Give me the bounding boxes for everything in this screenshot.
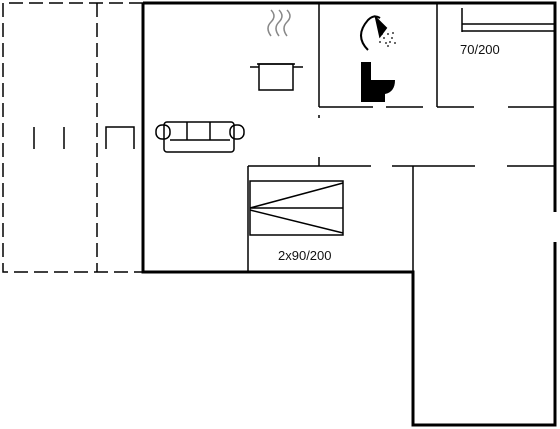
right-wall-door-gap [552, 212, 558, 242]
terrace [2, 2, 143, 273]
toilet-icon [361, 62, 395, 102]
single-bed-icon [461, 8, 555, 32]
chair-icon [105, 126, 135, 149]
outer-walls [141, 1, 557, 427]
shower-icon [360, 14, 388, 51]
bed-size-label-large-bedroom: 2x90/200 [278, 248, 332, 263]
shower-water-drops [379, 32, 396, 47]
twin-bed-icon [249, 180, 344, 236]
interior-walls [247, 3, 555, 272]
terrace-tick-marks [33, 127, 65, 149]
bed-size-label-small-bedroom: 70/200 [460, 42, 500, 57]
cooking-pot-icon [250, 9, 303, 91]
sofa-icon [155, 121, 245, 153]
